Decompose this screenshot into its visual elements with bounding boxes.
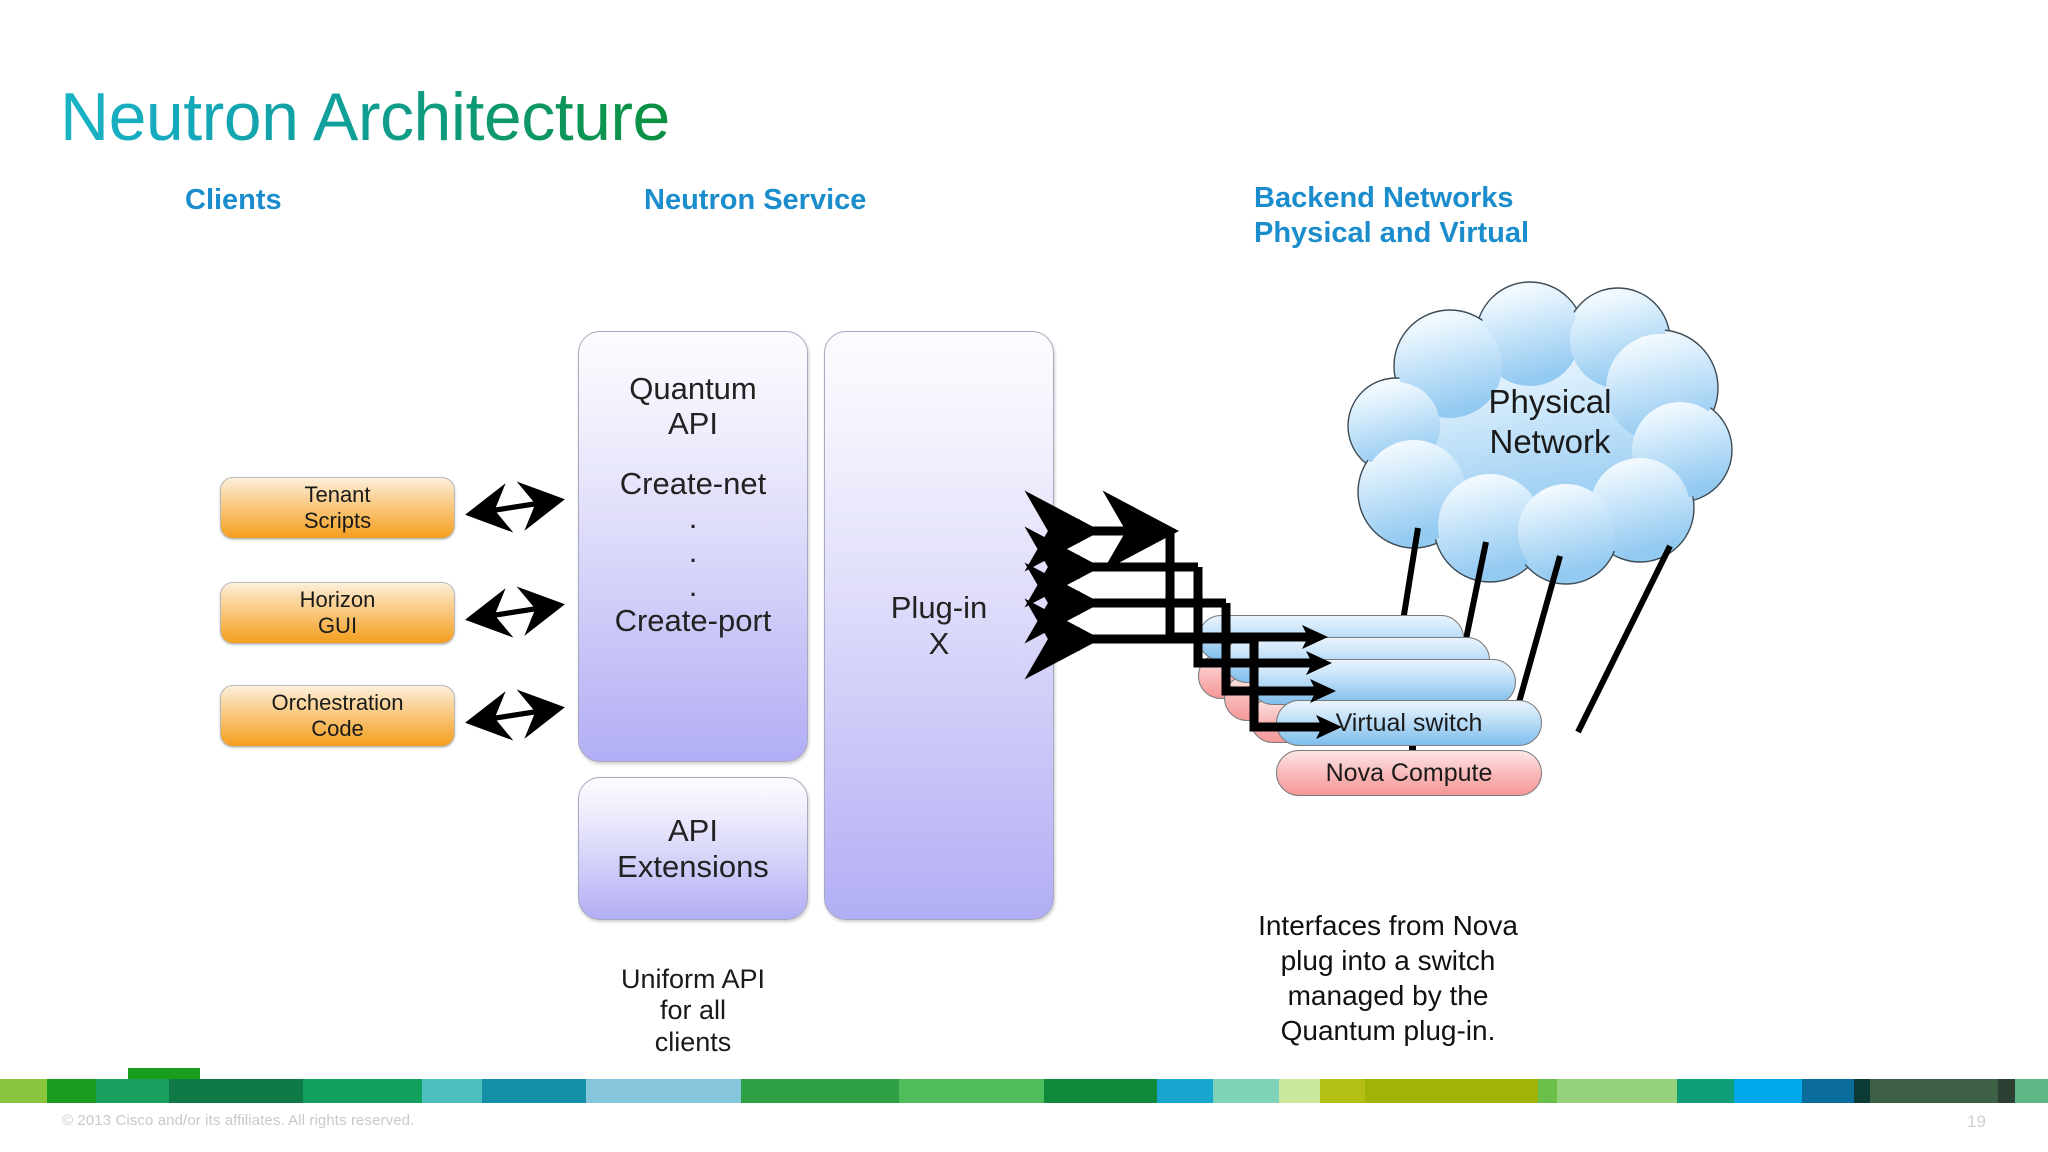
arrow-orchestration-code-to-api xyxy=(465,689,565,741)
color-bar-segment xyxy=(2014,1079,2048,1103)
plugin-to-switch-arrow-mesh xyxy=(1024,490,1342,739)
footer-page-number: 19 xyxy=(1967,1112,1986,1131)
color-bar-segment xyxy=(0,1079,48,1103)
client-box-tenant-scripts[interactable]: Tenant Scripts xyxy=(220,477,455,539)
color-bar-segment xyxy=(1279,1079,1321,1103)
color-bar-segment xyxy=(1734,1079,1803,1103)
api-extensions-label: API Extensions xyxy=(617,813,769,884)
brand-color-bar xyxy=(0,1068,2048,1103)
color-bar-segment xyxy=(1319,1079,1366,1103)
page-title: Neutron Architecture xyxy=(60,79,670,155)
color-bar-segment xyxy=(303,1079,423,1103)
color-bar-segment xyxy=(740,1079,900,1103)
physical-network-cloud xyxy=(1347,281,1733,585)
color-bar-segment xyxy=(1870,1079,1999,1103)
color-bar-segment xyxy=(1556,1079,1678,1103)
service-box-plugin-x[interactable]: Plug-in X xyxy=(824,331,1054,920)
arrow-tenant-scripts-to-api xyxy=(465,481,565,533)
quantum-api-heading: Quantum API xyxy=(629,371,757,441)
color-bar-segment xyxy=(46,1079,98,1103)
column-header-backend-networks: Backend Networks Physical and Virtual xyxy=(1254,182,1530,250)
color-bar-segment xyxy=(1853,1079,1871,1103)
color-bar-notch xyxy=(128,1068,200,1079)
color-bar-segment xyxy=(1677,1079,1736,1103)
client-box-horizon-gui[interactable]: Horizon GUI xyxy=(220,582,455,644)
color-bar-segment xyxy=(96,1079,170,1103)
quantum-api-ellipsis: ... xyxy=(688,500,698,604)
uniform-api-caption: Uniform API for all clients xyxy=(620,964,766,1057)
color-bar-segment xyxy=(1043,1079,1158,1103)
color-bar-segment xyxy=(1998,1079,2016,1103)
arrow-horizon-gui-to-api xyxy=(465,586,565,638)
service-box-api-extensions[interactable]: API Extensions xyxy=(578,777,808,920)
color-bar-segment xyxy=(1802,1079,1855,1103)
color-bar-segment xyxy=(586,1079,742,1103)
color-bar-segment xyxy=(899,1079,1045,1103)
color-bar-segment xyxy=(1157,1079,1214,1103)
backend-caption: Interfaces from Nova plug into a switch … xyxy=(1258,910,1518,1046)
color-bar-segment xyxy=(1212,1079,1280,1103)
color-bar-segment xyxy=(1538,1079,1558,1103)
column-header-neutron-service: Neutron Service xyxy=(644,184,867,216)
quantum-api-call-create-port: Create-port xyxy=(614,603,772,639)
footer-copyright: © 2013 Cisco and/or its affiliates. All … xyxy=(62,1112,415,1129)
nova-compute-pill-front[interactable]: Nova Compute xyxy=(1276,750,1542,796)
quantum-api-call-create-net: Create-net xyxy=(619,466,767,502)
plugin-x-label: Plug-in X xyxy=(890,590,988,661)
color-bar-segment xyxy=(1365,1079,1540,1103)
client-box-orchestration-code[interactable]: Orchestration Code xyxy=(220,685,455,747)
service-box-quantum-api[interactable]: Quantum API Create-net ... Create-port xyxy=(578,331,808,762)
column-header-clients: Clients xyxy=(185,184,282,216)
color-bar-segment xyxy=(168,1079,304,1103)
color-bar-segment xyxy=(482,1079,588,1103)
color-bar-segment xyxy=(422,1079,483,1103)
